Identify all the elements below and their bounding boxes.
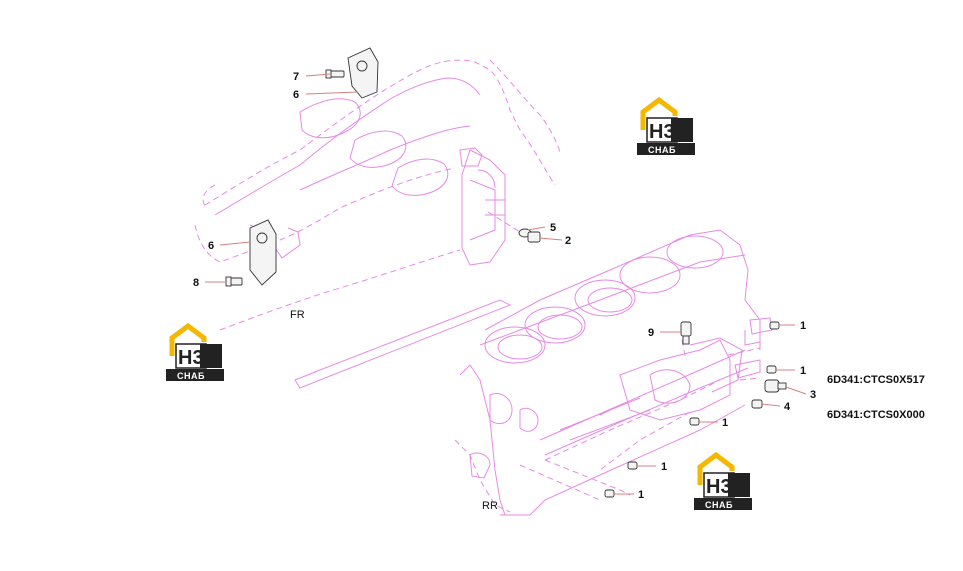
callout-6-top: 6 (293, 89, 299, 101)
model-code-2: 6D341:CTCS0X000 (827, 409, 925, 421)
callout-1-e: 1 (638, 489, 644, 501)
lower-engine-outline (454, 229, 773, 516)
watermark-logo-bottom-bottom: СНАБ (705, 500, 733, 510)
part-plug-1e (604, 489, 615, 498)
callout-1-a: 1 (800, 320, 806, 332)
callout-1-b: 1 (800, 365, 806, 377)
part-sensor-9 (680, 321, 692, 345)
part-bracket-top (347, 47, 379, 99)
part-plug-2 (527, 231, 541, 243)
upper-engine-outline (194, 59, 561, 389)
callout-5: 5 (550, 222, 556, 234)
part-bolt-8 (225, 276, 243, 287)
callout-3: 3 (810, 389, 816, 401)
callout-8: 8 (193, 277, 199, 289)
assembly-dash-lines (487, 211, 761, 496)
front-label: FR (290, 309, 305, 321)
part-plug-1d (627, 461, 638, 470)
watermark-logo-left: Н3 СНАБ (166, 322, 224, 381)
watermark-logo-bottom-top: Н3 (706, 476, 732, 498)
watermark-logo-bottom: Н3 СНАБ (694, 451, 752, 510)
part-plug-1c (689, 417, 700, 426)
watermark-logo-left-top: Н3 (178, 347, 204, 369)
watermark-logo-right: Н3 СНАБ (637, 96, 695, 155)
part-plug-4 (751, 399, 763, 409)
callout-1-d: 1 (661, 461, 667, 473)
model-code-1: 6D341:CTCS0X517 (827, 374, 925, 386)
callout-4: 4 (784, 401, 791, 413)
leader-lines (205, 73, 807, 495)
watermark-logo-right-top: Н3 (649, 121, 675, 143)
part-sensor-3 (764, 379, 787, 393)
callout-6-left: 6 (208, 240, 214, 252)
watermark-logo-left-bottom: СНАБ (177, 371, 205, 381)
part-bracket-left (249, 219, 277, 286)
watermark-logo-right-bottom: СНАБ (648, 145, 676, 155)
callout-2: 2 (565, 235, 571, 247)
callout-1-c: 1 (722, 417, 728, 429)
part-plug-1b (766, 365, 777, 374)
callout-7: 7 (293, 71, 299, 83)
part-plug-1a (769, 321, 780, 330)
rear-label: RR (482, 500, 498, 512)
callout-9: 9 (648, 327, 654, 339)
